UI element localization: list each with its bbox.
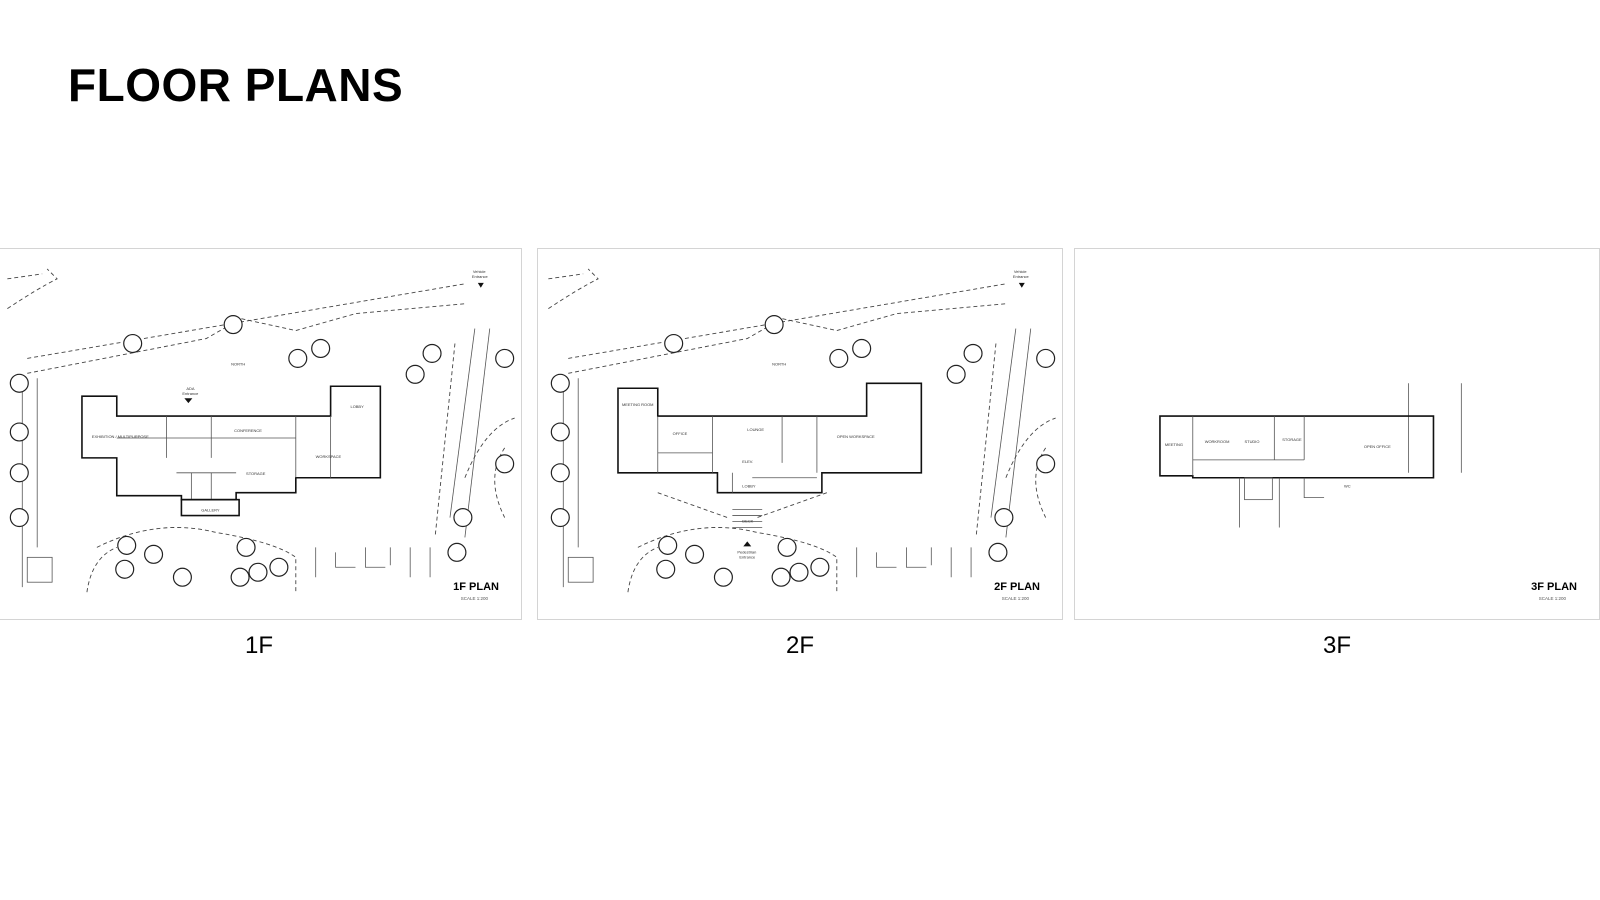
page-title: FLOOR PLANS — [68, 59, 404, 111]
svg-text:OFFICE: OFFICE — [673, 431, 688, 436]
trees — [550, 315, 1056, 587]
main-entrance-arrow-icon — [184, 398, 193, 404]
svg-text:LOBBY: LOBBY — [742, 484, 756, 489]
plan-scale: SCALE 1:200 — [1001, 596, 1029, 601]
vehicle-entrance-arrow-icon — [1018, 282, 1025, 288]
vehicle-entrance-label-2: Entrance — [472, 274, 489, 279]
main-entrance-arrow-icon — [743, 541, 752, 547]
main-entrance-label-1: Pedestrian — [737, 549, 756, 554]
plan-label: 3F PLAN — [1531, 581, 1577, 593]
main-entrance-label-2: Entrance — [739, 554, 756, 559]
svg-text:NORTH: NORTH — [772, 361, 786, 366]
main-entrance-label-1: ADA — [186, 386, 195, 391]
plan-scale: SCALE 1:200 — [1538, 596, 1566, 601]
svg-text:STUDIO: STUDIO — [1245, 439, 1260, 444]
svg-text:OPEN WORKSPACE: OPEN WORKSPACE — [837, 434, 875, 439]
svg-text:MEETING ROOM: MEETING ROOM — [622, 402, 654, 407]
vehicle-entrance-label-1: Vehicle — [473, 269, 487, 274]
svg-text:NORTH: NORTH — [231, 361, 245, 366]
plan-label: 2F PLAN — [994, 581, 1040, 593]
svg-text:OPEN OFFICE: OPEN OFFICE — [1364, 444, 1391, 449]
svg-text:GALLERY: GALLERY — [201, 508, 220, 513]
vehicle-entrance-label-2: Entrance — [1013, 274, 1030, 279]
trees — [9, 315, 515, 587]
svg-text:DECK: DECK — [742, 519, 753, 524]
svg-text:LOBBY: LOBBY — [351, 404, 365, 409]
floor-plan-1f: EXHIBITION / MULTIPURPOSE CONFERENCE WOR… — [0, 248, 522, 620]
svg-text:STORAGE: STORAGE — [1282, 437, 1302, 442]
svg-text:ELEV.: ELEV. — [742, 459, 753, 464]
floor-caption-3f: 3F — [1322, 632, 1351, 659]
floor-caption-2f: 2F — [785, 632, 814, 659]
vehicle-entrance-label-1: Vehicle — [1014, 269, 1028, 274]
svg-text:LOUNGE: LOUNGE — [747, 427, 764, 432]
main-entrance-label-2: Entrance — [182, 391, 199, 396]
vehicle-entrance-arrow-icon — [477, 282, 484, 288]
floor-plan-3f-drawing: MEETING WORKROOM STUDIO STORAGE OPEN OFF… — [1159, 383, 1462, 528]
svg-text:EXHIBITION / MULTIPURPOSE: EXHIBITION / MULTIPURPOSE — [92, 434, 149, 439]
svg-text:WORKROOM: WORKROOM — [1205, 439, 1230, 444]
floor-plan-2f: MEETING ROOM OFFICE LOUNGE OPEN WORKSPAC… — [537, 248, 1063, 620]
svg-text:WC: WC — [1344, 484, 1351, 489]
site-plan-1f-drawing: EXHIBITION / MULTIPURPOSE CONFERENCE WOR… — [7, 268, 515, 593]
svg-text:CONFERENCE: CONFERENCE — [234, 428, 262, 433]
site-plan-2f-drawing: MEETING ROOM OFFICE LOUNGE OPEN WORKSPAC… — [548, 268, 1056, 593]
svg-text:STORAGE: STORAGE — [246, 471, 266, 476]
plan-scale: SCALE 1:200 — [460, 596, 488, 601]
floor-caption-1f: 1F — [244, 632, 273, 659]
svg-text:MEETING: MEETING — [1165, 442, 1183, 447]
floor-plan-3f: MEETING WORKROOM STUDIO STORAGE OPEN OFF… — [1074, 248, 1600, 620]
svg-text:WORKSPACE: WORKSPACE — [316, 454, 342, 459]
plan-label: 1F PLAN — [453, 581, 499, 593]
